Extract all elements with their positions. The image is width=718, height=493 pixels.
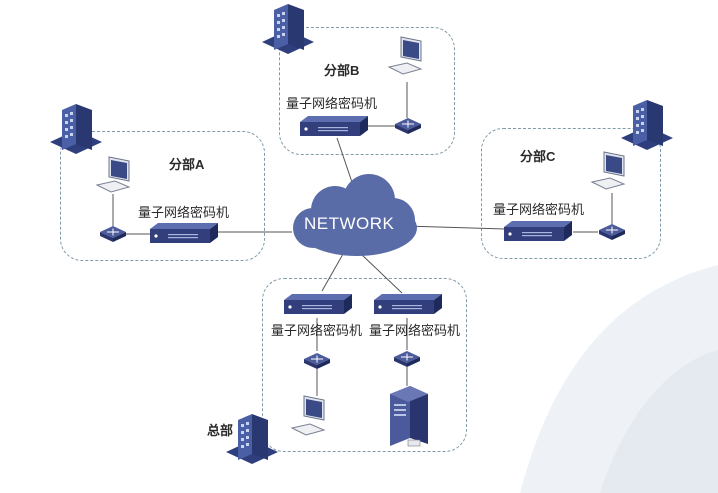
branch-a-label: 分部A: [169, 157, 205, 172]
building-icon-branch-b: [262, 4, 314, 54]
device-label-branch-c: 量子网络密码机: [493, 202, 585, 217]
switch-icon-headquarters-left: [304, 353, 330, 369]
crypto-device-icon-branch-b: [300, 116, 368, 136]
zone-branch-b: [279, 27, 455, 155]
computer-icon-branch-c: [590, 151, 626, 190]
crypto-device-icon-branch-c: [504, 221, 572, 241]
switch-icon-headquarters-right: [394, 351, 420, 367]
zone-headquarters: [262, 278, 467, 452]
network-label: NETWORK: [304, 214, 395, 233]
building-icon-branch-a: [50, 104, 102, 154]
switch-icon-branch-a: [100, 226, 126, 242]
computer-icon-branch-b: [387, 36, 423, 75]
device-label-branch-a: 量子网络密码机: [138, 205, 230, 220]
switch-icon-branch-c: [599, 224, 625, 240]
crypto-device-icon-branch-a: [150, 223, 218, 243]
device-label-headquarters-right: 量子网络密码机: [369, 323, 461, 338]
branch-b-label: 分部B: [324, 63, 360, 78]
network-cloud-icon: [293, 174, 417, 256]
computer-icon-headquarters: [290, 395, 326, 436]
building-icon-branch-c: [621, 100, 673, 150]
zone-branch-c: [481, 128, 661, 259]
headquarters-label: 总部: [207, 423, 234, 438]
building-icon-headquarters: [226, 414, 278, 464]
device-label-branch-b: 量子网络密码机: [286, 96, 378, 111]
device-label-headquarters-left: 量子网络密码机: [271, 323, 363, 338]
zone-branch-a: [60, 131, 265, 261]
server-tower-icon: [390, 386, 428, 447]
computer-icon-branch-a: [95, 156, 131, 193]
branch-c-label: 分部C: [520, 149, 556, 164]
switch-icon-branch-b: [395, 118, 421, 134]
crypto-device-icon-headquarters-right: [374, 294, 442, 314]
crypto-device-icon-headquarters-left: [284, 294, 352, 314]
